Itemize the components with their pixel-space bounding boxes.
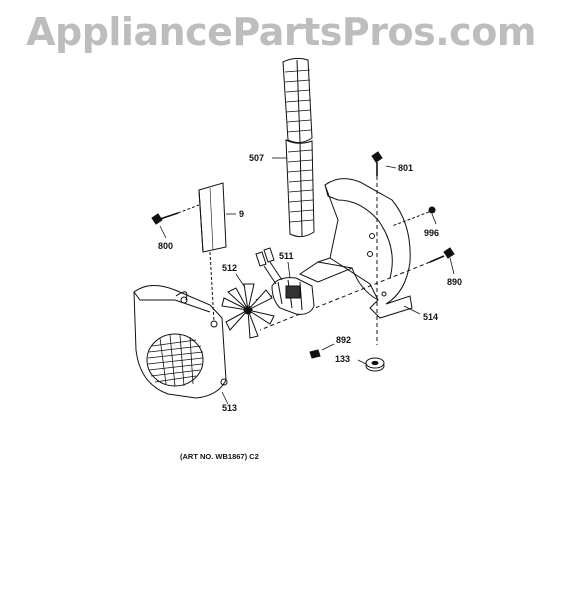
part-9-bracket (198, 182, 227, 253)
part-511-motor (255, 247, 315, 315)
label-892: 892 (336, 335, 351, 345)
label-511: 511 (279, 251, 294, 261)
part-133-grommet (365, 357, 385, 372)
label-9: 9 (239, 209, 244, 219)
part-800-screw (151, 204, 200, 225)
label-801: 801 (398, 163, 413, 173)
part-507-tube (282, 57, 315, 238)
part-890-screw (259, 247, 455, 331)
label-513: 513 (222, 403, 237, 413)
part-513-blower-housing (133, 251, 228, 399)
label-996: 996 (424, 228, 439, 238)
part-892-clip (309, 349, 321, 359)
leader-lines (159, 157, 455, 405)
part-801-screw (371, 151, 383, 345)
art-number-note: (ART NO. WB1867) C2 (180, 452, 259, 461)
part-514-motor-mount (298, 178, 413, 319)
part-512-fan-blade (221, 283, 275, 339)
watermark-logo: AppliancePartsPros.com (26, 10, 536, 54)
label-890: 890 (447, 277, 462, 287)
label-800: 800 (158, 241, 173, 251)
label-514: 514 (423, 312, 438, 322)
label-512: 512 (222, 263, 237, 273)
label-507: 507 (249, 153, 264, 163)
label-133: 133 (335, 354, 350, 364)
part-996-nut (391, 206, 436, 227)
